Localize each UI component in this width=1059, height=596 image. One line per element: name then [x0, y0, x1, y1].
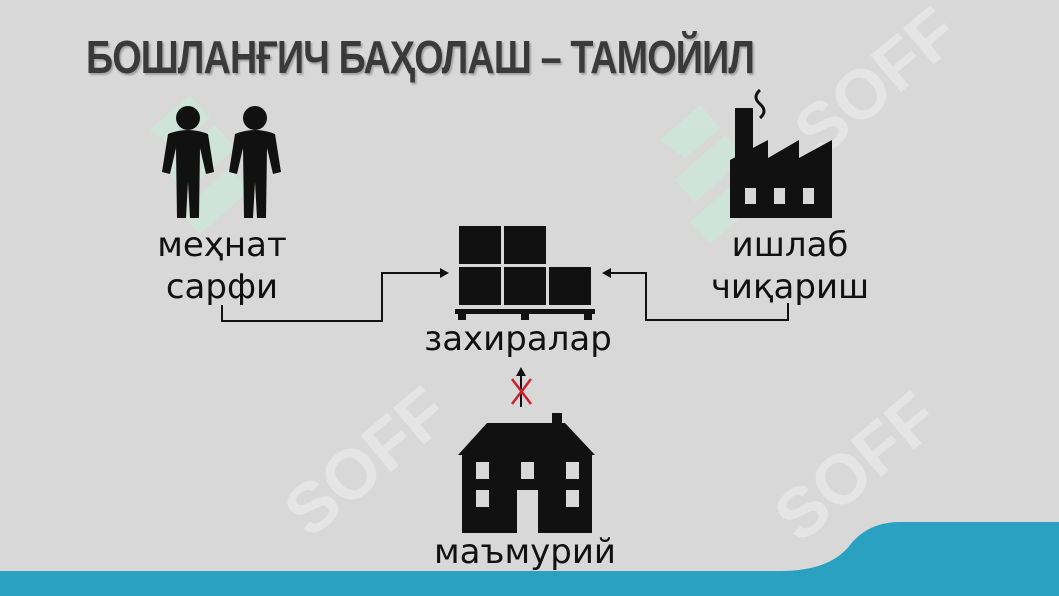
edge-admin-to-stock-blocked [511, 367, 532, 407]
admin-label: маъмурий [433, 532, 617, 572]
block-cross-icon [511, 378, 532, 405]
stock-label: захиралар [424, 319, 612, 359]
page-title: БОШЛАНҒИЧ БАҲОЛАШ – ТАМОЙИЛ [86, 31, 755, 83]
production-label: ишлаб чиқариш [700, 224, 880, 308]
house-icon [458, 413, 595, 533]
edge-labor-to-stock [221, 268, 449, 322]
labor-label-line2: сарфи [165, 267, 279, 307]
production-label-line1: ишлаб [731, 225, 849, 265]
edge-production-to-stock [602, 268, 789, 321]
svg-text:SOFF: SOFF [780, 0, 973, 171]
labor-label-line1: меҳнат [157, 225, 287, 265]
two-people-icon [162, 106, 281, 218]
factory-icon [730, 88, 832, 218]
svg-text:SOFF: SOFF [270, 372, 463, 552]
production-label-line2: чиқариш [710, 267, 870, 307]
soff-logo-watermark [150, 95, 760, 244]
labor-label: меҳнат сарфи [142, 224, 302, 308]
pallet-boxes-icon [455, 226, 595, 320]
bottom-band [0, 522, 1059, 596]
